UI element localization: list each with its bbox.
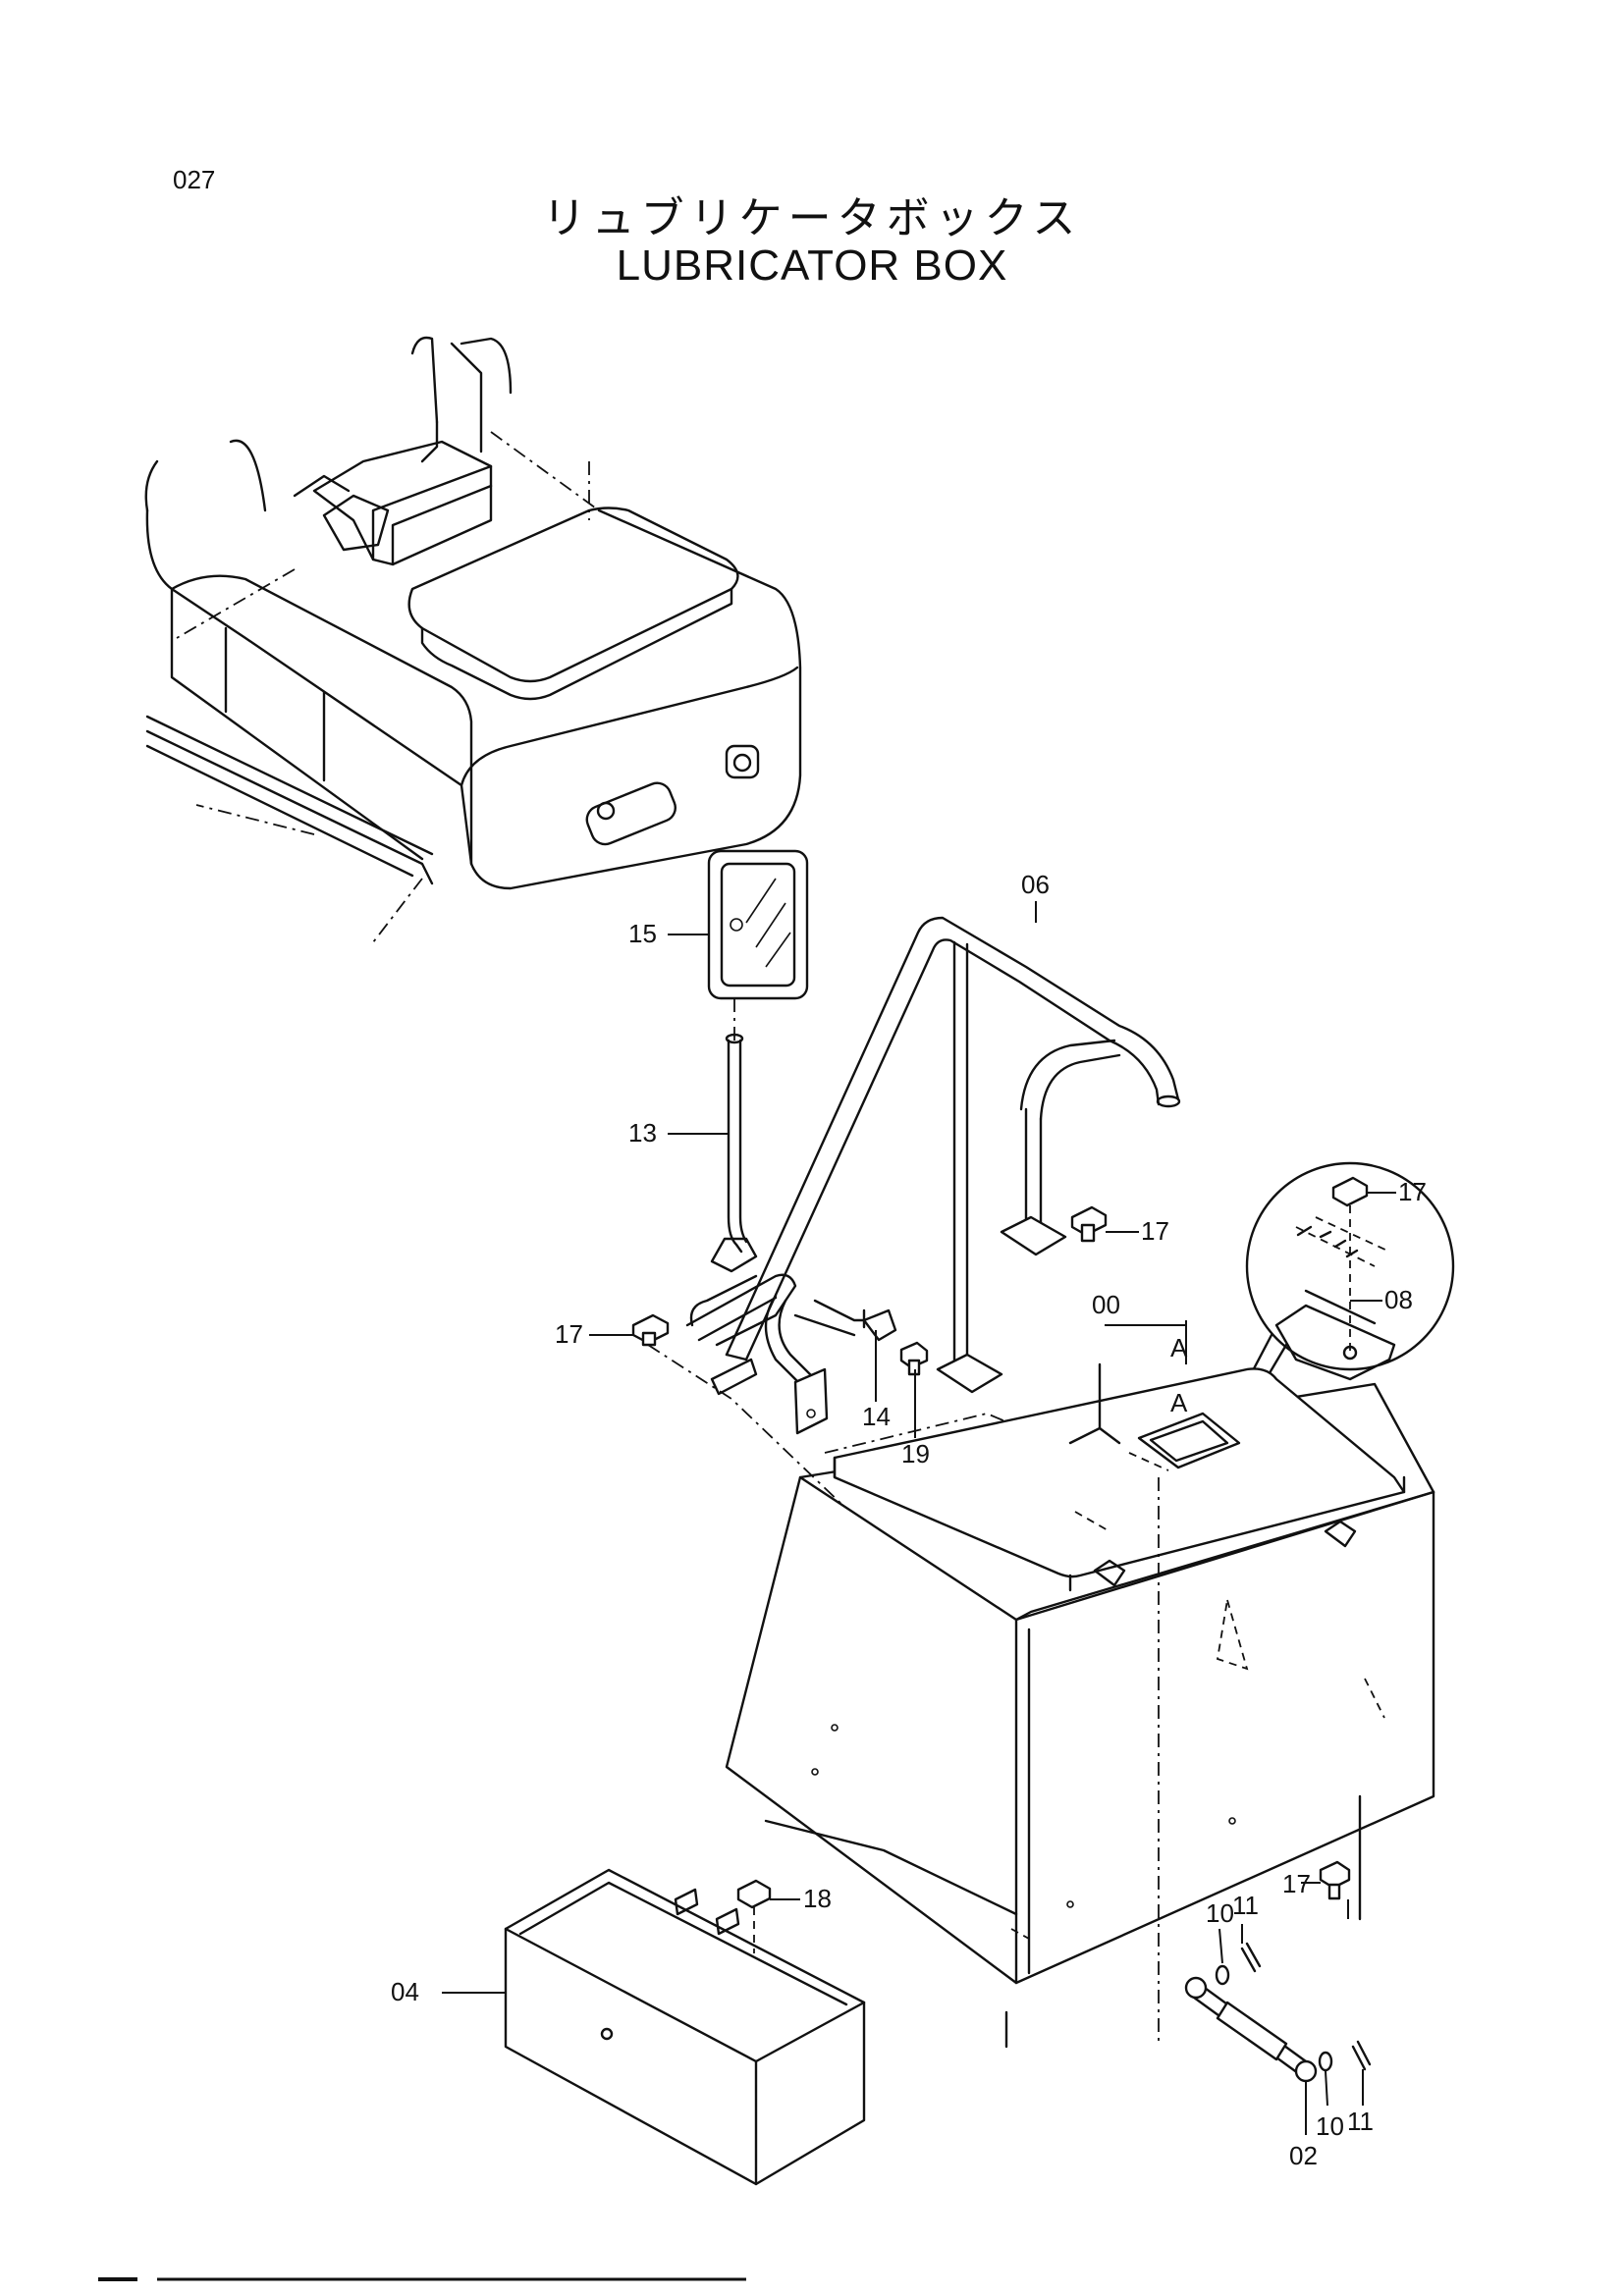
callout-17-detail: 17 (1398, 1177, 1427, 1206)
callout-11-upper: 11 (1232, 1891, 1259, 1920)
title-english: LUBRICATOR BOX (616, 241, 1008, 290)
callout-08: 08 (1384, 1285, 1413, 1314)
callout-13: 13 (628, 1118, 657, 1148)
mirror-assembly (707, 849, 809, 1273)
bolts-handrail (631, 1205, 1108, 1376)
callout-labels: 06 15 13 17 17 17 17 08 00 A A 14 19 18 … (391, 870, 1427, 2170)
callout-15: 15 (628, 919, 657, 948)
callout-17-left: 17 (555, 1319, 583, 1349)
leader-lines (442, 901, 1396, 2135)
callout-a-box: A (1170, 1388, 1188, 1417)
callout-00: 00 (1092, 1290, 1120, 1319)
callout-17-handrail: 17 (1141, 1216, 1169, 1246)
callout-11-lower: 11 (1347, 2107, 1374, 2136)
callout-a-top: A (1170, 1333, 1188, 1362)
handrail (647, 916, 1181, 1508)
callout-18: 18 (803, 1884, 832, 1913)
page-number: 027 (173, 165, 216, 194)
callout-02: 02 (1289, 2141, 1318, 2170)
callout-10-upper: 10 (1206, 1898, 1234, 1928)
callout-06: 06 (1021, 870, 1050, 899)
tray (504, 1868, 1008, 2186)
title-japanese: リュブリケータボックス (542, 193, 1082, 243)
callout-04: 04 (391, 1977, 419, 2006)
callout-19: 19 (901, 1439, 930, 1468)
callout-14: 14 (862, 1402, 891, 1431)
machine-overview (144, 336, 802, 943)
callout-17-lower: 17 (1282, 1869, 1311, 1898)
lubricator-box (725, 1362, 1435, 2042)
gas-spring-assembly (1184, 1860, 1372, 2083)
callout-10-lower: 10 (1316, 2111, 1344, 2141)
